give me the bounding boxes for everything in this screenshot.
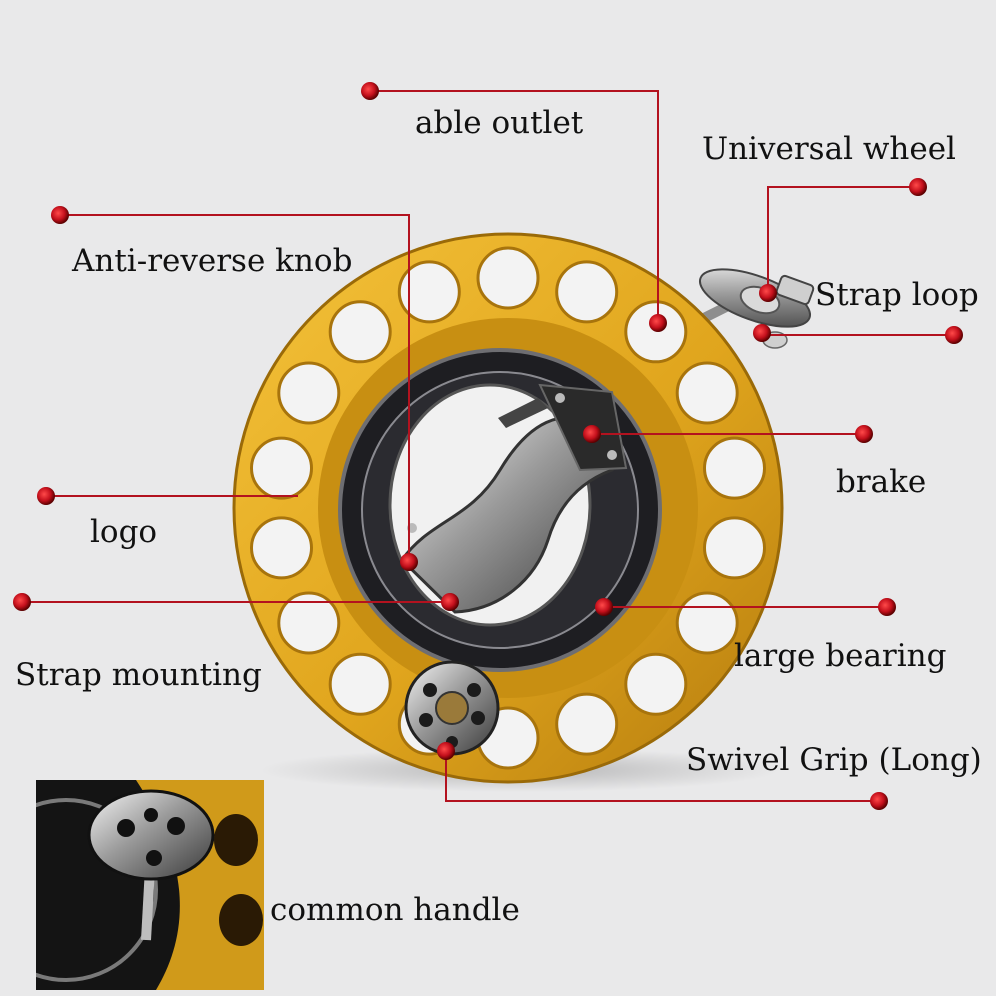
dot-strap-loop-start [945,326,963,344]
spool-hole [703,516,766,580]
spool-hole [703,436,766,500]
label-universal-wheel: Universal wheel [702,131,956,167]
callout-dots [13,82,963,810]
dot-swivel-grip-start [870,792,888,810]
dot-large-bearing-start [878,598,896,616]
label-brake: brake [836,464,927,500]
spool-hole [624,652,688,716]
spool-hole [397,260,461,324]
common-handle-illustration [36,780,264,990]
dot-universal-wheel-start [909,178,927,196]
leader-swivel-grip [445,751,879,802]
dot-strap-mounting-start [13,593,31,611]
label-anti-reverse-knob: Anti-reverse knob [72,243,353,279]
dot-anti-reverse-start [51,206,69,224]
spool-hole [476,246,540,310]
leader-anti-reverse-knob [60,214,410,562]
leader-lines [22,90,954,802]
dot-strap-loop-end [753,324,771,342]
label-logo: logo [90,514,158,550]
label-swivel-grip: Swivel Grip (Long) [686,742,982,778]
dot-able-outlet-start [361,82,379,100]
label-strap-mounting: Strap mounting [15,657,262,693]
dot-large-bearing-end [595,598,613,616]
spool-hole [555,692,619,756]
dot-anti-reverse-end [400,553,418,571]
spool-hole [675,361,739,425]
spool-hole [555,260,619,324]
reel-frame [400,383,628,614]
leader-able-outlet [370,90,659,323]
dot-able-outlet-end [649,314,667,332]
label-common-handle: common handle [270,892,520,928]
dot-strap-mounting-end [441,593,459,611]
spool-hole [250,436,313,500]
spool-hole [328,300,392,364]
spool-hole [277,591,341,655]
leader-universal-wheel [767,186,918,293]
dot-universal-wheel-end [759,284,777,302]
dot-swivel-grip-end [437,742,455,760]
swivel-grip-part [404,660,500,756]
dot-logo-start [37,487,55,505]
label-large-bearing: large bearing [734,638,947,674]
spool-holes [250,246,766,770]
spool-hole [277,361,341,425]
label-able-outlet: able outlet [415,105,584,141]
spool-hole [328,652,392,716]
dot-brake-end [583,425,601,443]
common-handle-inset [36,780,264,990]
dot-brake-start [855,425,873,443]
spool-hole [250,516,313,580]
label-strap-loop: Strap loop [815,277,979,313]
spool-hole [624,300,688,364]
spool-hole [675,591,739,655]
